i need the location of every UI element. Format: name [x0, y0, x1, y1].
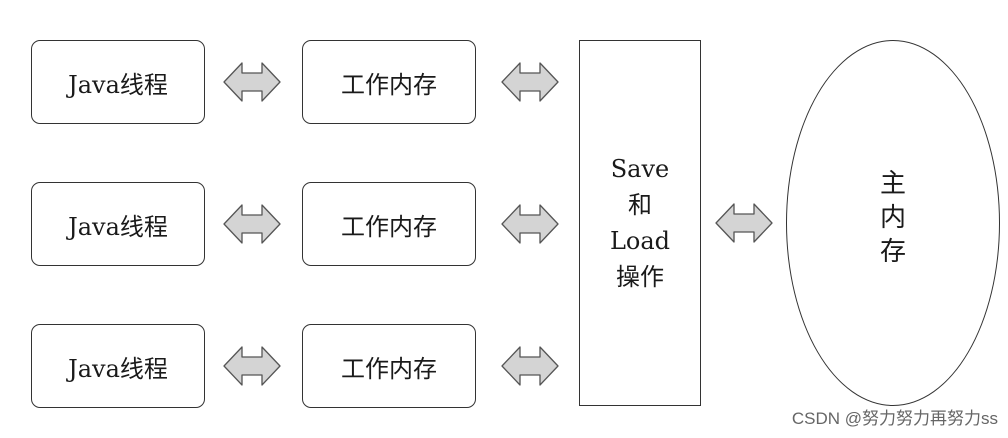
- main-memory-char-2: 内: [879, 203, 906, 233]
- main-memory-char-1: 主: [879, 169, 906, 199]
- java-thread-label: Java线程: [68, 354, 168, 383]
- java-thread-box-3: Java线程: [31, 324, 205, 408]
- double-arrow-icon: [222, 60, 282, 104]
- working-memory-label: 工作内存: [341, 70, 437, 99]
- watermark: CSDN @努力努力再努力ss: [791, 409, 998, 428]
- double-arrow-icon: [222, 344, 282, 388]
- double-arrow-icon: [222, 202, 282, 246]
- operations-line-load: Load: [609, 227, 671, 255]
- double-arrow-icon: [500, 60, 560, 104]
- java-thread-box-2: Java线程: [31, 182, 205, 266]
- working-memory-label: 工作内存: [341, 354, 437, 383]
- double-arrow-icon: [714, 201, 774, 245]
- working-memory-box-3: 工作内存: [302, 324, 476, 408]
- double-arrow-icon: [500, 202, 560, 246]
- working-memory-label: 工作内存: [341, 212, 437, 241]
- double-arrow-icon: [500, 344, 560, 388]
- working-memory-box-2: 工作内存: [302, 182, 476, 266]
- main-memory-char-3: 存: [879, 237, 906, 267]
- save-load-operations-box: Save 和 Load 操作: [579, 40, 701, 406]
- operations-line-save: Save: [610, 155, 670, 183]
- operations-line-and: 和: [628, 191, 652, 219]
- java-thread-label: Java线程: [68, 70, 168, 99]
- main-memory-ellipse: 主 内 存: [786, 40, 1000, 406]
- java-thread-box-1: Java线程: [31, 40, 205, 124]
- operations-line-ops: 操作: [616, 263, 664, 291]
- java-thread-label: Java线程: [68, 212, 168, 241]
- working-memory-box-1: 工作内存: [302, 40, 476, 124]
